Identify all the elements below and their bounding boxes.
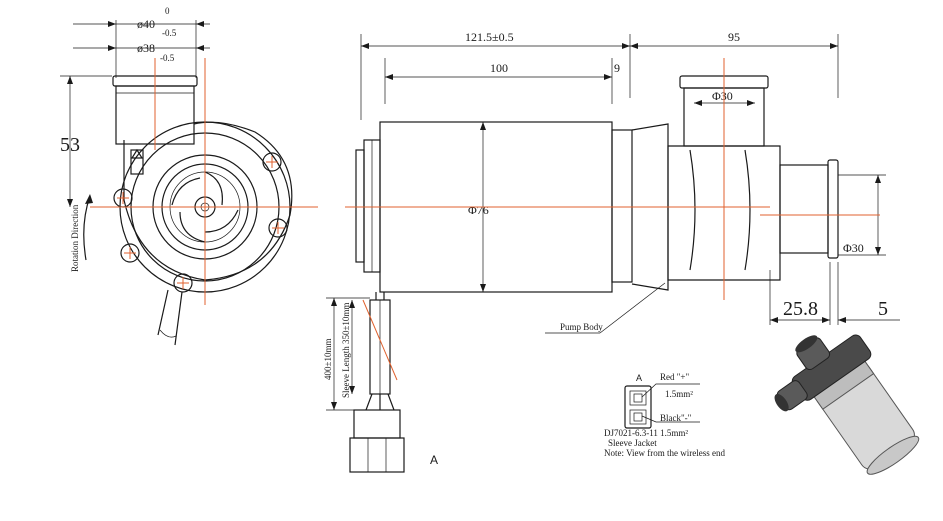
note-label: Note: View from the wireless end [604,448,726,458]
height-53: 53 [60,134,80,156]
connector-detail: A Red "+" 1.5mm² Black"-" DJ7021-6.3-11 … [604,372,726,458]
pump-3d-icon [774,334,920,475]
phi76-label: Φ76 [468,203,489,217]
length-9: 9 [614,61,620,75]
dia-top-value: ø40 [137,17,155,31]
dia-top-tol-lower: -0.5 [162,28,177,38]
dim-5: 5 [878,298,888,320]
dia-second-tol: -0.5 [160,53,175,63]
connector-a-label: A [636,373,642,383]
view-a-label: A [430,453,438,467]
length-121: 121.5±0.5 [465,30,514,44]
dia-top-tol-upper: 0 [165,6,170,16]
black-minus-label: Black"-" [660,413,692,423]
front-view: ø40 0 -0.5 ø38 -0.5 53 Rotation Directio… [60,6,318,346]
dia-second-value: ø38 [137,41,155,55]
sleeve-length-label: Sleeve Length 350±10mm [341,303,351,398]
phi30-top-label: Φ30 [712,89,733,103]
impeller-icon [171,171,239,243]
cable-400-label: 400±10mm [323,339,333,380]
red-plus-label: Red "+" [660,372,689,382]
phi30-right-label: Φ30 [843,241,864,255]
rotation-direction-label: Rotation Direction [70,204,80,272]
length-95: 95 [728,30,740,44]
pump-body-label: Pump Body [560,322,603,332]
dim-25-8: 25.8 [783,298,818,320]
curved-arrow-icon [83,195,91,261]
length-100: 100 [490,61,508,75]
side-view: 121.5±0.5 95 100 9 Φ76 Φ30 [323,30,900,473]
dj-part-label: DJ7021-6.3-11 1.5mm² [604,428,688,438]
screw-cross-icon [113,152,288,293]
wire-1-5-top: 1.5mm² [665,389,693,399]
sleeve-jacket-label: Sleeve Jacket [608,438,657,448]
